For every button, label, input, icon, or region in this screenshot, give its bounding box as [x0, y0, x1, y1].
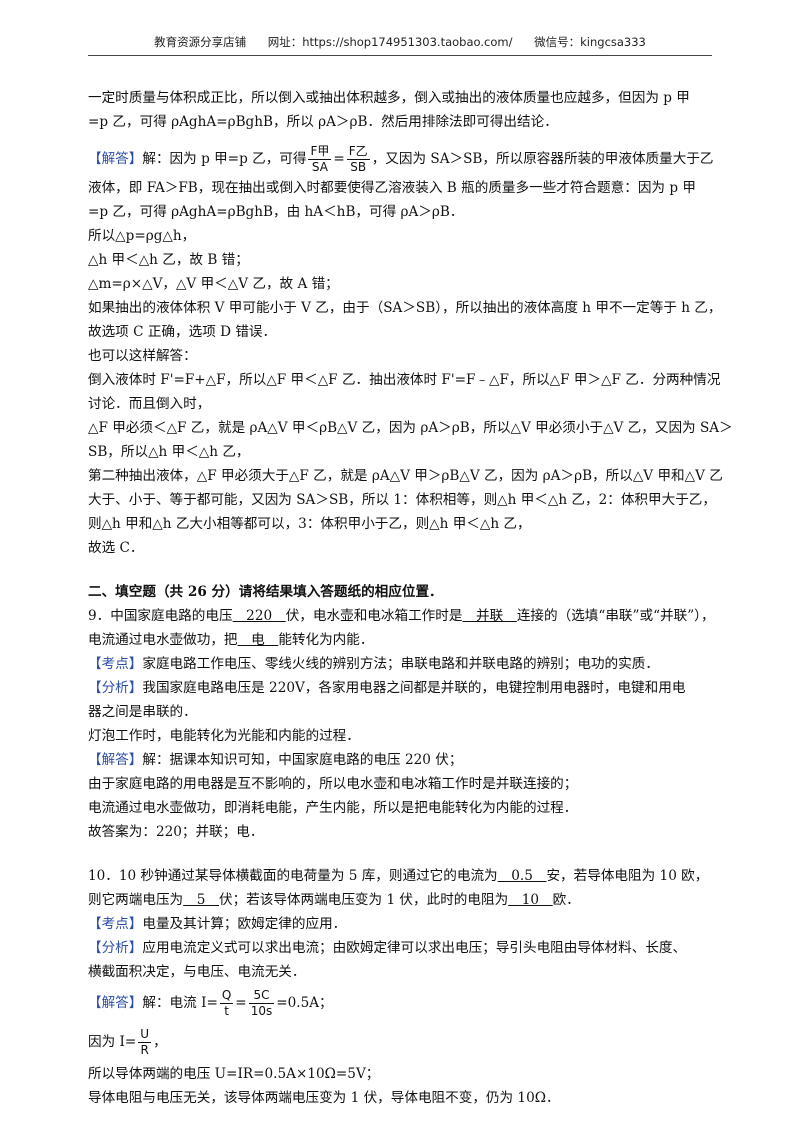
document-body: 一定时质量与体积成正比，所以倒入或抽出体积越多，倒入或抽出的液体质量也应越多，但… [88, 86, 733, 1110]
fenxi: 【分析】我国家庭电路电压是 220V，各家用电器之间都是并联的，电键控制用电器时… [88, 680, 686, 696]
question-10: 10．10 秒钟通过某导体横截面的电荷量为 5 库，则通过它的电流为 0.5 安… [88, 868, 709, 884]
shop-url[interactable]: https://shop174951303.taobao.com/ [302, 35, 513, 49]
answer-blank: 电 [237, 632, 279, 648]
text-line: 器之间是串联的． [88, 704, 197, 720]
kaodian: 【考点】家庭电路工作电压、零线火线的辨别方法；串联电路和并联电路的辨别；电功的实… [88, 656, 659, 672]
header-divider [88, 55, 712, 56]
wechat-id: 微信号：kingcsa333 [534, 35, 646, 49]
text-line: 故选 C． [88, 540, 144, 556]
question-9: 9．中国家庭电路的电压 220 伏，电水壶和电冰箱工作时是 并联 连接的（选填“… [88, 608, 715, 624]
text-line: 横截面积决定，与电压、电流无关． [88, 964, 306, 980]
text-line: 液体，即 FA＞FB，现在抽出或倒入时都要使得乙溶液装入 B 瓶的质量多一些才符… [88, 180, 696, 196]
text-line: △m=ρ×△V，△V 甲＜△V 乙，故 A 错； [88, 276, 339, 292]
kaodian: 【考点】电量及其计算；欧姆定律的应用． [88, 916, 347, 932]
text-line: 一定时质量与体积成正比，所以倒入或抽出体积越多，倒入或抽出的液体质量也应越多，但… [88, 90, 690, 106]
text-line: 则△h 甲和△h 乙大小相等都可以，3：体积甲小于乙，则△h 甲＜△h 乙， [88, 516, 531, 532]
text-line: 大于、小于、等于都可能，又因为 SA＞SB，所以 1：体积相等，则△h 甲＜△h… [88, 492, 716, 508]
text-line: 如果抽出的液体体积 V 甲可能小于 V 乙，由于（SA＞SB），所以抽出的液体高… [88, 300, 722, 316]
text-line: 故答案为：220；并联；电． [88, 824, 264, 840]
text-line: SB，所以△h 甲＜△h 乙， [88, 444, 250, 460]
text-line: 所以△p=ρg△h， [88, 228, 196, 244]
text-line: 故选项 C 正确，选项 D 错误． [88, 324, 277, 340]
text-line: 导体电阻与电压无关，该导体两端电压变为 1 伏，导体电阻不变，仍为 10Ω． [88, 1090, 560, 1106]
text-line: =p 乙，可得 ρAghA=ρBghB，由 hA＜hB，可得 ρA＞ρB． [88, 204, 464, 220]
answer-tag: 【解答】 [88, 151, 143, 167]
answer-blank: 并联 [462, 608, 517, 624]
shop-name: 教育资源分享店铺 [154, 35, 247, 49]
section-title: 二、填空题（共 26 分）请将结果填入答题纸的相应位置． [88, 584, 443, 600]
text-line: =p 乙，可得 ρAghA=ρBghB，所以 ρA＞ρB．然后用排除法即可得出结… [88, 114, 558, 130]
question-9-cont: 电流通过电水壶做功，把 电 能转化为内能． [88, 632, 374, 648]
text-line: 也可以这样解答： [88, 348, 197, 364]
text-line: 讨论．而且倒入时， [88, 396, 211, 412]
text-line: 第二种抽出液体，△F 甲必须大于△F 乙，就是 ρA△V 甲＞ρB△V 乙，因为… [88, 468, 723, 484]
text-line: △h 甲＜△h 乙，故 B 错； [88, 252, 249, 268]
answer-blank: 0.5 [497, 868, 547, 884]
text-line: 倒入液体时 F'=F+△F，所以△F 甲＜△F 乙．抽出液体时 F'=F﹣△F，… [88, 372, 721, 388]
answer-blank: 5 [183, 892, 219, 908]
answer-blank: 10 [508, 892, 553, 908]
url-label: 网址： [267, 35, 303, 49]
text-line: 所以导体两端的电压 U=IR=0.5A×10Ω=5V； [88, 1066, 380, 1082]
answer-lines: 液体，即 FA＞FB，现在抽出或倒入时都要使得乙溶液装入 B 瓶的质量多一些才符… [88, 176, 733, 560]
text-line: △F 甲必须＜△F 乙，就是 ρA△V 甲＜ρB△V 乙，因为 ρA＞ρB，所以… [88, 420, 733, 436]
answer-blank: 220 [232, 608, 286, 624]
text-run: 解：因为 p 甲=p 乙，可得 [142, 151, 307, 167]
text-line: 灯泡工作时，电能转化为光能和内能的过程． [88, 728, 360, 744]
jieda: 【解答】解：据课本知识可知，中国家庭电路的电压 220 伏； [88, 752, 463, 768]
fenxi: 【分析】应用电流定义式可以求出电流；由欧姆定律可以求出电压；导引头电阻由导体材料… [88, 940, 687, 956]
text-run: ，又因为 SA＞SB，所以原容器所装的甲液体质量大于乙 [371, 151, 714, 167]
question-10-cont: 则它两端电压为 5 伏；若该导体两端电压变为 1 伏，此时的电阻为 10 欧． [88, 892, 580, 908]
text-line: 电流通过电水壶做功，即消耗电能，产生内能，所以是把电能转化为内能的过程． [88, 800, 578, 816]
page-header: 教育资源分享店铺 网址：https://shop174951303.taobao… [0, 34, 800, 50]
text-line: 由于家庭电路的用电器是互不影响的，所以电水壶和电冰箱工作时是并联连接的； [88, 776, 578, 792]
